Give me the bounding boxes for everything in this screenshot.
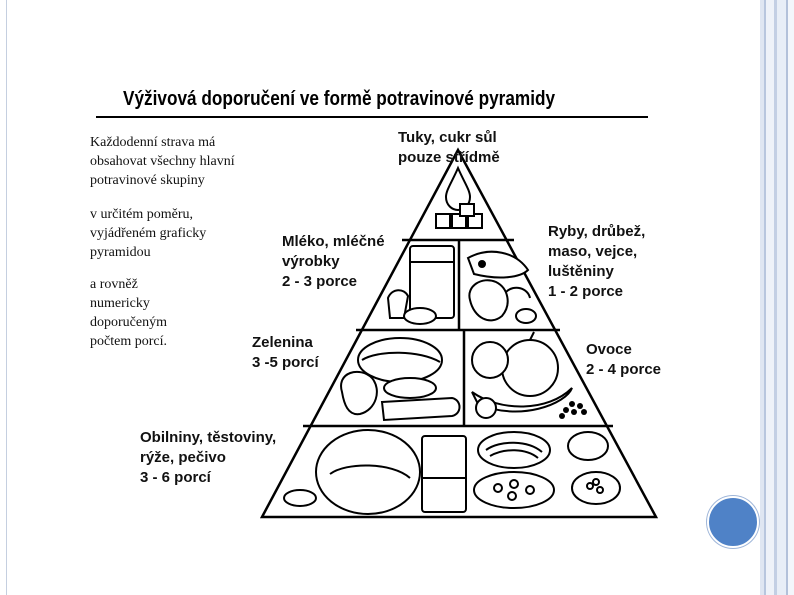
label-grains: Obilniny, těstoviny, rýže, pečivo 3 - 6 … xyxy=(140,429,277,486)
label-fruit: Ovoce 2 - 4 porce xyxy=(586,341,662,378)
portions-note: a rovněž numericky doporučeným počtem po… xyxy=(90,277,167,349)
bread-slice-icon xyxy=(421,435,467,513)
page-title: Výživová doporučení ve formě potravinové… xyxy=(123,88,556,110)
fish-icon xyxy=(466,250,530,279)
banana-icon xyxy=(471,387,573,413)
vegetables-illustration xyxy=(340,337,461,422)
slide-edge-stripe xyxy=(777,0,786,595)
slide-edge-stripe xyxy=(774,0,777,595)
orange-icon xyxy=(471,341,509,379)
slide-left-border xyxy=(6,0,7,595)
cereal-bowl-icon xyxy=(567,431,609,461)
egg-icon xyxy=(515,308,537,324)
cheese-icon xyxy=(403,307,437,325)
pyramid-dividers xyxy=(303,238,613,428)
slide-edge-stripe xyxy=(766,0,774,595)
chicken-icon xyxy=(468,279,509,322)
pyramid-outline xyxy=(259,147,659,519)
label-fats-sugar-salt: Tuky, cukr sůl pouze střídmě xyxy=(398,129,500,166)
rice-bowl-icon xyxy=(571,471,621,505)
apple-icon xyxy=(501,339,559,397)
meat-illustration xyxy=(466,250,537,324)
fruit-illustration xyxy=(471,331,587,419)
fats-illustration xyxy=(435,165,483,229)
slide-edge-stripe xyxy=(764,0,766,595)
onion-icon xyxy=(383,377,437,399)
sausage-icon xyxy=(505,286,531,299)
pepper-icon xyxy=(340,370,378,416)
oil-drop-icon xyxy=(444,165,472,212)
carrot-icon xyxy=(380,396,461,422)
sugar-cube-icon xyxy=(435,213,451,229)
pasta-bowl-icon xyxy=(473,471,555,509)
intro-note: Každodenní strava má obsahovat všechny h… xyxy=(90,135,235,188)
label-milk-dairy: Mléko, mléčné výrobky 2 - 3 porce xyxy=(282,233,385,290)
sugar-cube-icon xyxy=(459,203,475,217)
grains-illustration xyxy=(283,429,621,515)
strawberry-icon xyxy=(475,397,497,419)
slide-accent-dot xyxy=(707,496,759,548)
slide-edge-stripe xyxy=(788,0,794,595)
ratio-note: v určitém poměru, vyjádřeném graficky py… xyxy=(90,207,207,260)
label-vegetables: Zelenina 3 -5 porcí xyxy=(252,334,319,371)
title-underline xyxy=(96,116,648,118)
slide-edge-stripe xyxy=(760,0,764,595)
milk-illustration xyxy=(386,245,455,325)
grapes-icon xyxy=(559,401,587,419)
slide-edge-stripe xyxy=(786,0,788,595)
bun-icon xyxy=(283,489,317,507)
label-fish-meat-eggs: Ryby, drůbež, maso, vejce, luštěniny 1 -… xyxy=(548,223,646,300)
